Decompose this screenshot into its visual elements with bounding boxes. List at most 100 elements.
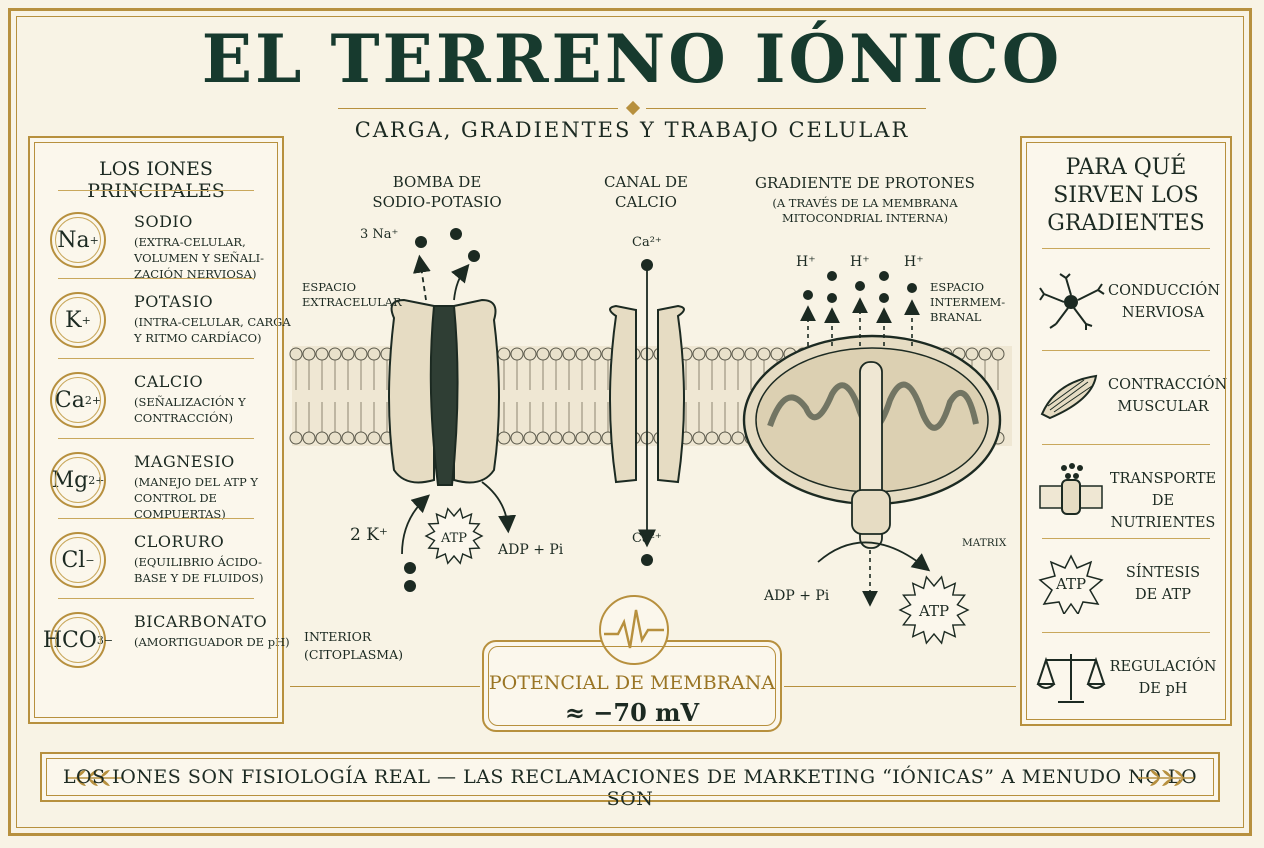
ion-name: SODIO <box>134 212 193 231</box>
membrane-potential-box: POTENCIAL DE MEMBRANA ≈ −70 mV <box>482 595 782 732</box>
page-title: EL TERRENO IÓNICO <box>201 20 1063 98</box>
proton-subtitle-line-1: (A TRAVÉS DE LA MEMBRANA <box>772 196 958 210</box>
proton-label-2: H⁺ <box>850 254 870 270</box>
uses-heading-line-1: PARA QUÉ <box>1065 155 1187 180</box>
use-label-line-1: CONDUCCIÓN <box>1108 283 1221 299</box>
use-label-line-1: TRANSPORTE <box>1109 471 1217 487</box>
use-label-line-1: SÍNTESIS <box>1125 565 1201 581</box>
atp-mito-label: ATP <box>918 602 949 620</box>
use-label-line-1: REGULACIÓN <box>1109 659 1217 675</box>
ion-symbol-badge: K+ <box>50 292 106 348</box>
ion-row: Na+ SODIO (EXTRA-CELULAR, VOLUMEN Y SEÑALI… <box>30 202 282 282</box>
ion-charge: 2+ <box>84 393 102 407</box>
atp-icon: ATP <box>1036 554 1106 616</box>
channel-title-line-1: CANAL DE <box>604 173 688 191</box>
use-row: CONTRACCIÓN MUSCULAR <box>1022 352 1230 446</box>
ion-symbol: Ca <box>54 387 85 413</box>
ion-description: (INTRA-CELULAR, CARGA Y RITMO CARDÍACO) <box>134 315 291 345</box>
pump-title: BOMBA DE SODIO-POTASIO <box>364 172 510 212</box>
interior-label: INTERIOR (CITOPLASMA) <box>304 628 403 664</box>
separator <box>1042 538 1210 539</box>
use-row: REGULACIÓN DE pH <box>1022 634 1230 728</box>
use-label: TRANSPORTE DE NUTRIENTES <box>1108 468 1218 534</box>
ion-symbol: Na <box>57 227 90 253</box>
use-label-line-2: DE NUTRIENTES <box>1110 493 1216 531</box>
potential-rule-left <box>290 686 480 687</box>
uses-heading-line-3: GRADIENTES <box>1047 211 1205 236</box>
separator <box>58 518 254 519</box>
ions-panel: LOS IONES PRINCIPALES Na+SODIO(EXTRA-CEL… <box>28 136 291 724</box>
separator <box>58 358 254 359</box>
membrane-diagram: 3 Na⁺ 2 K⁺ ATP ADP + Pi Ca²⁺ Ca²⁺ <box>289 227 1012 645</box>
title-rule-left <box>338 108 618 109</box>
use-label-line-2: DE pH <box>1138 681 1188 697</box>
adp-pi-mito-label: ADP + Pi <box>763 588 830 604</box>
sodium-potassium-pump-icon <box>388 298 500 486</box>
separator <box>1042 350 1210 351</box>
mitochondrion-icon <box>742 334 1002 549</box>
ion-row: Cl−CLORURO(EQUILIBRIO ÁCIDO-BASE Y DE FL… <box>30 522 282 602</box>
uses-heading-line-2: SIRVEN LOS <box>1053 183 1199 208</box>
uses-panel: PARA QUÉ SIRVEN LOS GRADIENTES CONDUCCIÓ… <box>1020 136 1232 726</box>
ion-description: (SEÑALIZACIÓN Y CONTRACCIÓN) <box>134 395 246 425</box>
use-row: TRANSPORTE DE NUTRIENTES <box>1022 446 1230 540</box>
use-label-line-1: CONTRACCIÓN <box>1108 377 1228 393</box>
extracellular-label: ESPACIO EXTRACELULAR <box>302 280 402 310</box>
intermembrane-line-2: INTERMEM- <box>930 295 1006 309</box>
use-label-line-2: NERVIOSA <box>1121 305 1205 321</box>
use-label: REGULACIÓN DE pH <box>1108 656 1218 700</box>
separator <box>58 438 254 439</box>
scale-icon <box>1036 648 1106 708</box>
proton-gradient-title: GRADIENTE DE PROTONES <box>755 174 975 192</box>
extracellular-line-2: EXTRACELULAR <box>302 295 402 309</box>
ion-symbol-badge: Na+ <box>50 212 106 268</box>
atp-burst-pump-icon: ATP <box>424 507 484 565</box>
ion-subscript: 3 <box>96 633 104 647</box>
svg-text:ATP: ATP <box>1055 575 1086 593</box>
channel-title: CANAL DE CALCIO <box>586 172 706 212</box>
use-label-line-2: MUSCULAR <box>1117 399 1209 415</box>
matrix-label: MATRIX <box>962 537 1007 549</box>
proton-subtitle-line-2: MITOCONDRIAL INTERNA) <box>782 211 948 225</box>
ion-description: (EXTRA-CELULAR, VOLUMEN Y SEÑALI-ZACIÓN … <box>134 235 265 281</box>
ion-description: (MANEJO DEL ATP Y CONTROL DE COMPUERTAS) <box>134 475 258 521</box>
use-row: CONDUCCIÓN NERVIOSA <box>1022 258 1230 352</box>
potential-label: POTENCIAL DE MEMBRANA <box>488 672 776 694</box>
adp-pi-pump-label: ADP + Pi <box>497 542 564 558</box>
extracellular-line-1: ESPACIO <box>302 280 357 294</box>
ion-charge: + <box>81 313 91 327</box>
separator <box>58 190 254 191</box>
calcium-channel-icon <box>609 259 685 566</box>
ion-charge: + <box>89 233 99 247</box>
potential-value: ≈ −70 mV <box>564 698 700 727</box>
ions-panel-heading: LOS IONES PRINCIPALES <box>87 158 225 202</box>
separator <box>1042 444 1210 445</box>
transporter-icon <box>1036 460 1106 520</box>
laurel-right-icon <box>1138 770 1194 786</box>
interior-line-2: (CITOPLASMA) <box>304 647 403 662</box>
potassium-label: 2 K⁺ <box>350 525 388 545</box>
atp-pump-label: ATP <box>440 531 467 546</box>
separator <box>58 278 254 279</box>
ion-name: CALCIO <box>134 372 204 391</box>
muscle-icon <box>1036 366 1106 426</box>
separator <box>1042 248 1210 249</box>
atp-burst-mito-icon: ATP <box>898 575 970 645</box>
potassium-ions <box>401 481 517 592</box>
interior-line-1: INTERIOR <box>304 629 372 644</box>
intermembrane-label: ESPACIO INTERMEM- BRANAL <box>930 280 1005 325</box>
potential-rule-right <box>784 686 1016 687</box>
use-label: CONDUCCIÓN NERVIOSA <box>1108 280 1221 324</box>
proton-gradient-subtitle: (A TRAVÉS DE LA MEMBRANA MITOCONDRIAL IN… <box>742 196 988 226</box>
proton-label-1: H⁺ <box>796 254 816 270</box>
separator <box>1042 632 1210 633</box>
ion-name: POTASIO <box>134 292 214 311</box>
ion-name: BICARBONATO <box>134 612 268 631</box>
